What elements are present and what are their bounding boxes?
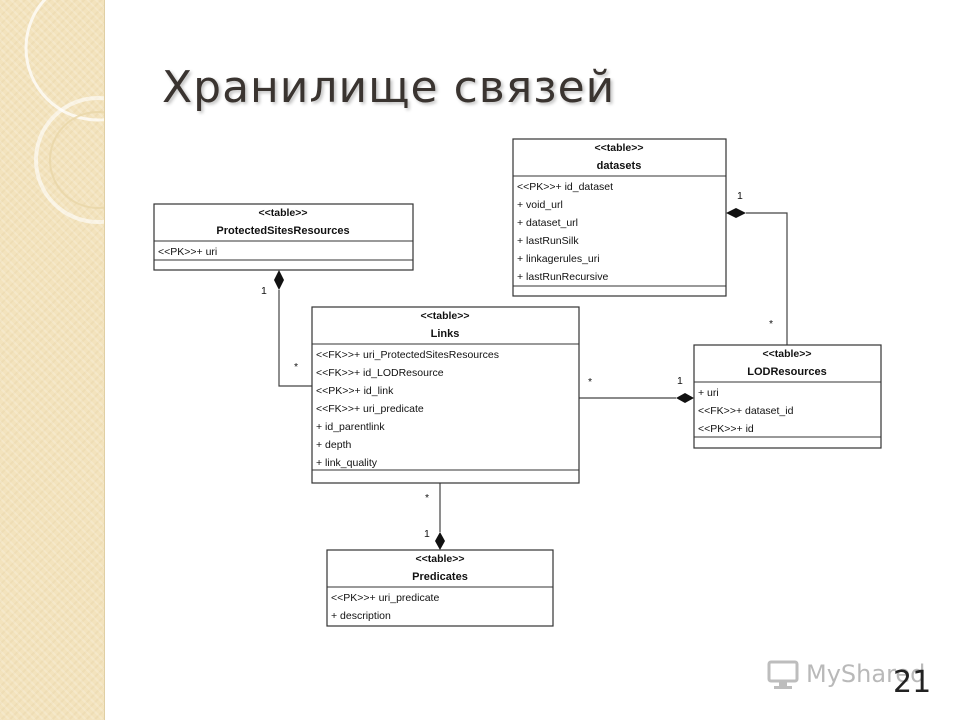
table-predicates: <<table>> Predicates <<PK>>+ uri_predica… bbox=[326, 549, 554, 627]
datasets-attr: + lastRunRecursive bbox=[517, 271, 608, 283]
predicates-attr: + description bbox=[331, 610, 391, 622]
mult-predicates-one: 1 bbox=[424, 528, 430, 540]
links-attr: <<FK>>+ uri_predicate bbox=[316, 403, 424, 415]
protected-name: ProtectedSitesResources bbox=[216, 225, 349, 237]
decorative-rings bbox=[24, 0, 104, 224]
links-stereotype: <<table>> bbox=[420, 310, 469, 322]
lod-attr: <<FK>>+ dataset_id bbox=[698, 405, 794, 417]
table-datasets: <<table>> datasets <<PK>>+ id_dataset + … bbox=[512, 138, 727, 297]
monitor-icon bbox=[767, 660, 799, 689]
datasets-name: datasets bbox=[597, 160, 642, 172]
lod-attr: <<PK>>+ id bbox=[698, 423, 754, 435]
mult-lod-one: 1 bbox=[677, 375, 683, 387]
mult-predicates-many: * bbox=[425, 492, 429, 504]
predicates-stereotype: <<table>> bbox=[415, 553, 464, 565]
lod-stereotype: <<table>> bbox=[762, 348, 811, 360]
predicates-name: Predicates bbox=[412, 571, 468, 583]
mult-protected-one: 1 bbox=[261, 285, 267, 297]
diamond-datasets bbox=[726, 208, 746, 218]
table-protected-sites-resources: <<table>> ProtectedSitesResources <<PK>>… bbox=[153, 203, 414, 271]
diamond-lod bbox=[676, 393, 694, 403]
datasets-attr: + void_url bbox=[517, 199, 563, 211]
datasets-stereotype: <<table>> bbox=[594, 142, 643, 154]
mult-protected-many: * bbox=[294, 361, 298, 373]
relations bbox=[278, 212, 788, 532]
protected-attr: <<PK>>+ uri bbox=[158, 246, 217, 258]
lod-attr: + uri bbox=[698, 387, 719, 399]
relation-datasets-lod bbox=[746, 212, 788, 345]
lod-name: LODResources bbox=[747, 366, 826, 378]
links-attr: <<PK>>+ id_link bbox=[316, 385, 394, 397]
page-number: 21 bbox=[893, 665, 932, 700]
diamond-protected bbox=[274, 270, 284, 290]
links-attr: <<FK>>+ id_LODResource bbox=[316, 367, 444, 379]
predicates-attr: <<PK>>+ uri_predicate bbox=[331, 592, 439, 604]
links-attr: + depth bbox=[316, 439, 351, 451]
relation-protected-links bbox=[278, 290, 312, 387]
mult-lod-many: * bbox=[588, 376, 592, 388]
datasets-attr: + lastRunSilk bbox=[517, 235, 579, 247]
links-attr: <<FK>>+ uri_ProtectedSitesResources bbox=[316, 349, 499, 361]
diamond-predicates bbox=[435, 532, 445, 550]
slide-title: Хранилище связей bbox=[162, 62, 616, 113]
links-name: Links bbox=[431, 328, 460, 340]
decorative-side-band bbox=[0, 0, 105, 720]
table-links: <<table>> Links <<FK>>+ uri_ProtectedSit… bbox=[311, 306, 580, 484]
protected-stereotype: <<table>> bbox=[258, 207, 307, 219]
watermark-text: MyShared bbox=[806, 660, 926, 688]
table-lod-resources: <<table>> LODResources + uri <<FK>>+ dat… bbox=[693, 344, 882, 449]
links-attr: + id_parentlink bbox=[316, 421, 385, 433]
datasets-attr: + dataset_url bbox=[517, 217, 578, 229]
watermark: MyShared bbox=[766, 658, 926, 694]
mult-datasets-many: * bbox=[769, 318, 773, 330]
datasets-attr: + linkagerules_uri bbox=[517, 253, 600, 265]
mult-datasets-one: 1 bbox=[737, 190, 743, 202]
aggregation-diamonds bbox=[274, 208, 746, 550]
links-attr: + link_quality bbox=[316, 457, 378, 469]
datasets-attr: <<PK>>+ id_dataset bbox=[517, 181, 613, 193]
multiplicities: 1 * 1 * 1 * 1 * bbox=[261, 190, 773, 540]
